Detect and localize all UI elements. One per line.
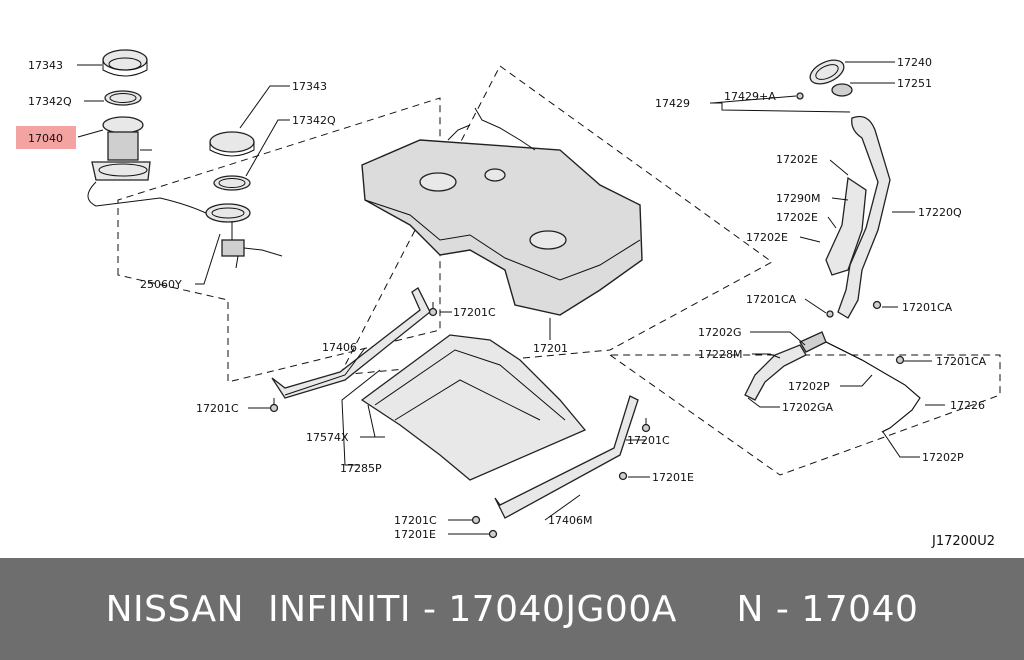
label-17201c: 17201C: [394, 514, 437, 527]
fuel-tank-17201: [361, 107, 643, 316]
label-17406: 17406: [322, 341, 357, 354]
label-17429: 17429: [655, 97, 690, 110]
label-17202g: 17202G: [698, 326, 742, 339]
label-17285p: 17285P: [340, 462, 382, 475]
sender-unit: [205, 203, 283, 269]
label-17343: 17343: [28, 59, 63, 72]
gasket-17342q-mid: [213, 175, 251, 191]
vent-tube-17226: [821, 339, 921, 433]
label-17201ca: 17201CA: [902, 301, 953, 314]
label-17202e: 17202E: [776, 153, 818, 166]
label-17202e: 17202E: [776, 211, 818, 224]
parts-diagram: 17343 17342Q 17040 17343 17342Q 25060Y 1…: [16, 49, 1001, 549]
pump-group-box: [117, 97, 441, 383]
heat-shield-17285p: [360, 334, 587, 481]
filler-gasket-17240: [809, 59, 845, 85]
label-17251: 17251: [897, 77, 932, 90]
label-17201e: 17201E: [394, 528, 436, 541]
label-17201e: 17201E: [652, 471, 694, 484]
diagram-code: J17200U2: [931, 534, 995, 549]
label-17202ga: 17202GA: [782, 401, 834, 414]
label-17342q: 17342Q: [28, 95, 72, 108]
part-highlight: [16, 126, 76, 149]
label-17201c: 17201C: [627, 434, 670, 447]
pump-wire: [87, 181, 211, 216]
label-17228m: 17228M: [698, 348, 742, 361]
footer-bar: NISSAN INFINITI - 17040JG00A N - 17040: [0, 558, 1024, 660]
label-17201ca: 17201CA: [936, 355, 987, 368]
label-17343: 17343: [292, 80, 327, 93]
label-17040: 17040: [28, 132, 63, 145]
label-17226: 17226: [950, 399, 985, 412]
label-17429a: 17429+A: [724, 90, 776, 103]
filler-tube-17220q: [837, 115, 891, 319]
bolt-icon: [471, 515, 481, 525]
label-17202p: 17202P: [788, 380, 830, 393]
label-17201: 17201: [533, 342, 568, 355]
fuel-pump-17040: [91, 116, 152, 181]
label-17342q: 17342Q: [292, 114, 336, 127]
hose-17202: [799, 331, 827, 353]
breather-hose-17228m: [744, 344, 807, 401]
filler-group-box: [608, 354, 1001, 476]
clip-icon: [796, 92, 804, 100]
gasket-17342q-top: [104, 90, 142, 106]
bolt-icon: [269, 398, 279, 413]
bolt-icon: [488, 529, 498, 539]
band-17406: [271, 287, 431, 399]
label-17201c: 17201C: [196, 402, 239, 415]
label-17201c: 17201C: [453, 306, 496, 319]
label-17574x: 17574X: [306, 431, 349, 444]
lock-ring-17343-top: [102, 49, 148, 77]
label-17202p: 17202P: [922, 451, 964, 464]
filler-ring-17251: [831, 83, 853, 97]
clip-icon: [826, 310, 834, 318]
bolt-icon: [641, 418, 651, 433]
label-17220q: 17220Q: [918, 206, 962, 219]
part-number-caption: NISSAN INFINITI - 17040JG00A N - 17040: [105, 588, 919, 630]
label-17201ca: 17201CA: [746, 293, 797, 306]
bolt-icon: [895, 355, 905, 365]
bolt-icon: [872, 300, 882, 310]
label-17290m: 17290M: [776, 192, 820, 205]
band-17406m: [494, 395, 639, 519]
label-25060y: 25060Y: [140, 278, 182, 291]
bolt-icon: [618, 471, 628, 481]
lock-ring-17343-mid: [209, 131, 255, 157]
bracket-17290m: [825, 176, 867, 276]
label-17202e: 17202E: [746, 231, 788, 244]
label-17406m: 17406M: [548, 514, 592, 527]
bolt-icon: [428, 302, 438, 317]
label-17240: 17240: [897, 56, 932, 69]
